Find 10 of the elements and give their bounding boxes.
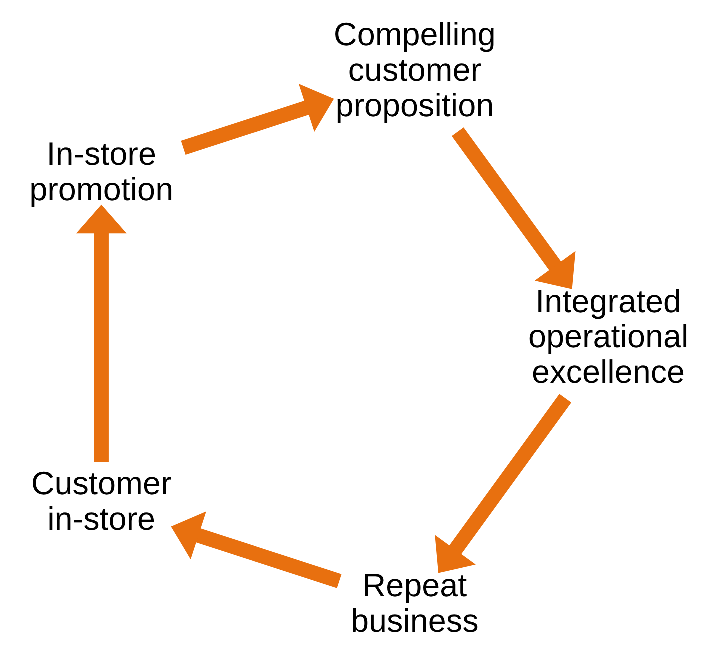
- node-text: Repeat business: [350, 567, 478, 639]
- node-text: In-store promotion: [29, 136, 174, 208]
- node-text: Integrated operational excellence: [528, 283, 688, 390]
- arrow: [170, 512, 342, 588]
- arrow: [434, 394, 572, 574]
- node-text: Compelling customer proposition: [333, 16, 496, 124]
- arrow: [76, 204, 126, 462]
- node-text: Customer in-store: [30, 466, 172, 537]
- arrow: [180, 84, 334, 155]
- arrow: [451, 128, 576, 290]
